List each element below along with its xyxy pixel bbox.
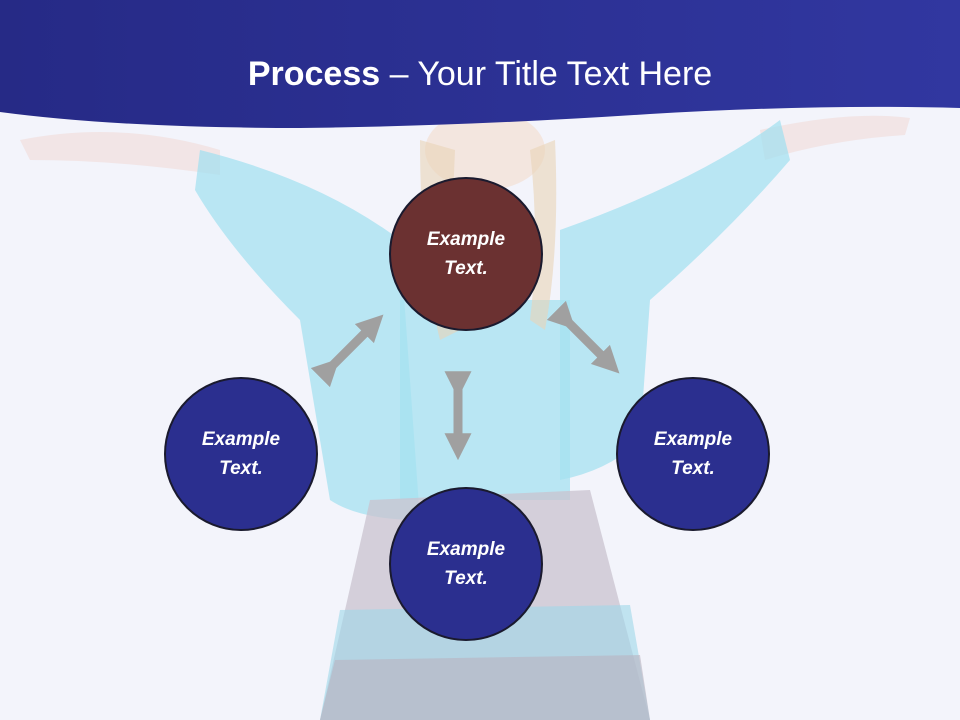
node-left[interactable]: Example Text. <box>164 377 318 531</box>
node-top-label: Example Text. <box>426 229 506 279</box>
arrow-top-right <box>546 300 620 374</box>
node-bottom-label: Example Text. <box>426 539 506 589</box>
title-rest: – Your Title Text Here <box>380 55 713 93</box>
node-right-label: Example Text. <box>653 429 733 479</box>
node-top[interactable]: Example Text. <box>389 177 543 331</box>
node-left-label: Example Text. <box>201 429 281 479</box>
node-bottom[interactable]: Example Text. <box>389 487 543 641</box>
header-band <box>0 0 960 128</box>
slide-title: Process – Your Title Text Here <box>0 52 960 96</box>
node-right[interactable]: Example Text. <box>616 377 770 531</box>
arrow-top-left <box>310 314 384 388</box>
title-strong: Process <box>247 55 381 93</box>
